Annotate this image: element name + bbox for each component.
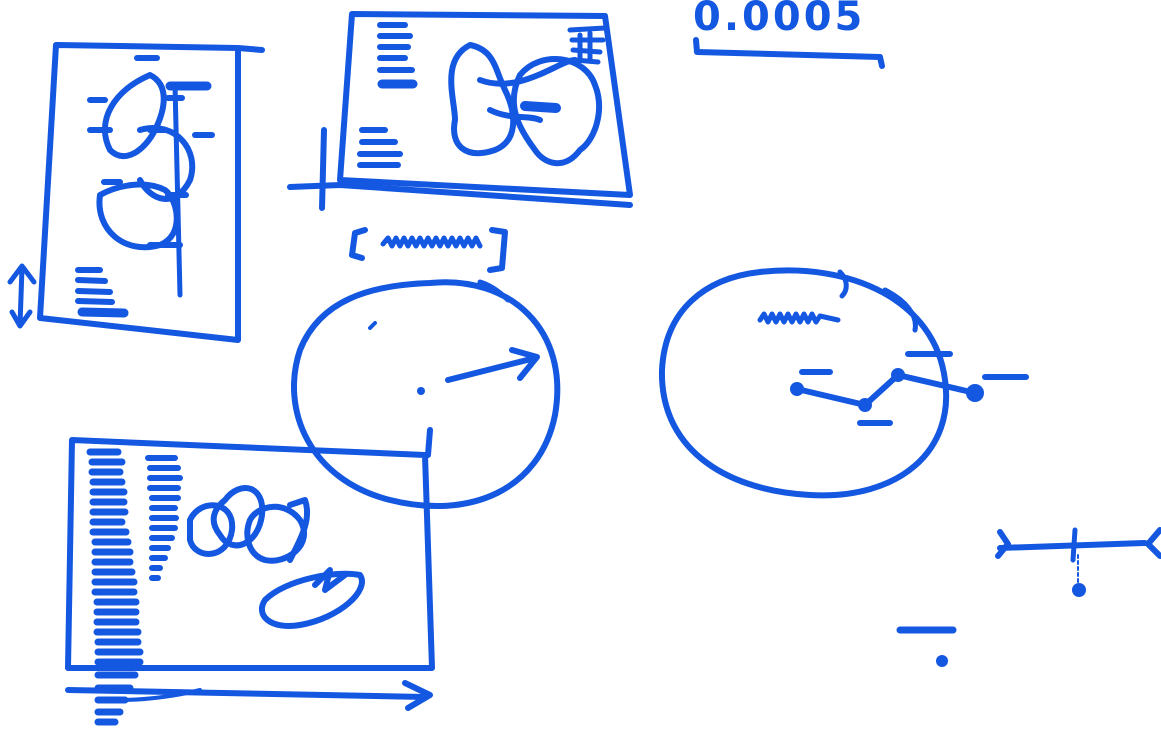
- horizontal-connector: [998, 530, 1160, 556]
- circle-right-arc-top: [840, 272, 846, 296]
- small-tick: [370, 323, 375, 328]
- highlight-band: [525, 106, 556, 108]
- circle-with-network: [662, 270, 1026, 495]
- panel-bottom-left-axis-y: [428, 430, 430, 455]
- bracket-left: [352, 230, 365, 258]
- band-stack-bottom-left: [78, 270, 124, 313]
- node-ticks: [802, 354, 1026, 423]
- bar-symbol-dot: [936, 655, 948, 667]
- lower-right-symbols: [900, 530, 1160, 667]
- bracket-label: [352, 230, 505, 270]
- scale-label: 0.0005: [693, 0, 865, 40]
- squiggle-small: [760, 314, 838, 322]
- connector-vertical-tick: [1073, 530, 1075, 560]
- ladder-right: [148, 458, 180, 578]
- node-1: [790, 382, 804, 396]
- radius-arrow: [448, 350, 537, 380]
- vertical-track-line: [175, 85, 180, 295]
- blob-lower: [99, 185, 176, 248]
- vertical-double-arrow: [10, 266, 34, 326]
- node-3: [891, 368, 905, 382]
- node-2: [858, 398, 872, 412]
- blob-upper: [105, 75, 164, 156]
- scale-bar: 0.0005: [693, 0, 882, 66]
- node-4: [966, 384, 984, 402]
- circle-left-center-dot: [417, 387, 425, 395]
- panel-vertical-gel: [10, 45, 262, 340]
- scale-bar-line: [696, 40, 882, 66]
- band-stack-top-right: [570, 28, 605, 62]
- squiggle-text: [383, 238, 480, 246]
- connector-end-dot: [1072, 583, 1086, 597]
- bracket-right: [490, 230, 505, 270]
- blob-left: [451, 45, 513, 153]
- panel-bottom-left: [68, 430, 432, 722]
- panel-top-center: [290, 14, 630, 208]
- band-stack-bottom: [360, 130, 400, 165]
- band-stack-top-left: [380, 25, 413, 84]
- panel-top-center-y-axis: [322, 130, 324, 208]
- ladder-left: [90, 452, 140, 722]
- panel-vertical-gel-axis-right: [238, 48, 262, 50]
- scatter-blobs: [190, 488, 362, 626]
